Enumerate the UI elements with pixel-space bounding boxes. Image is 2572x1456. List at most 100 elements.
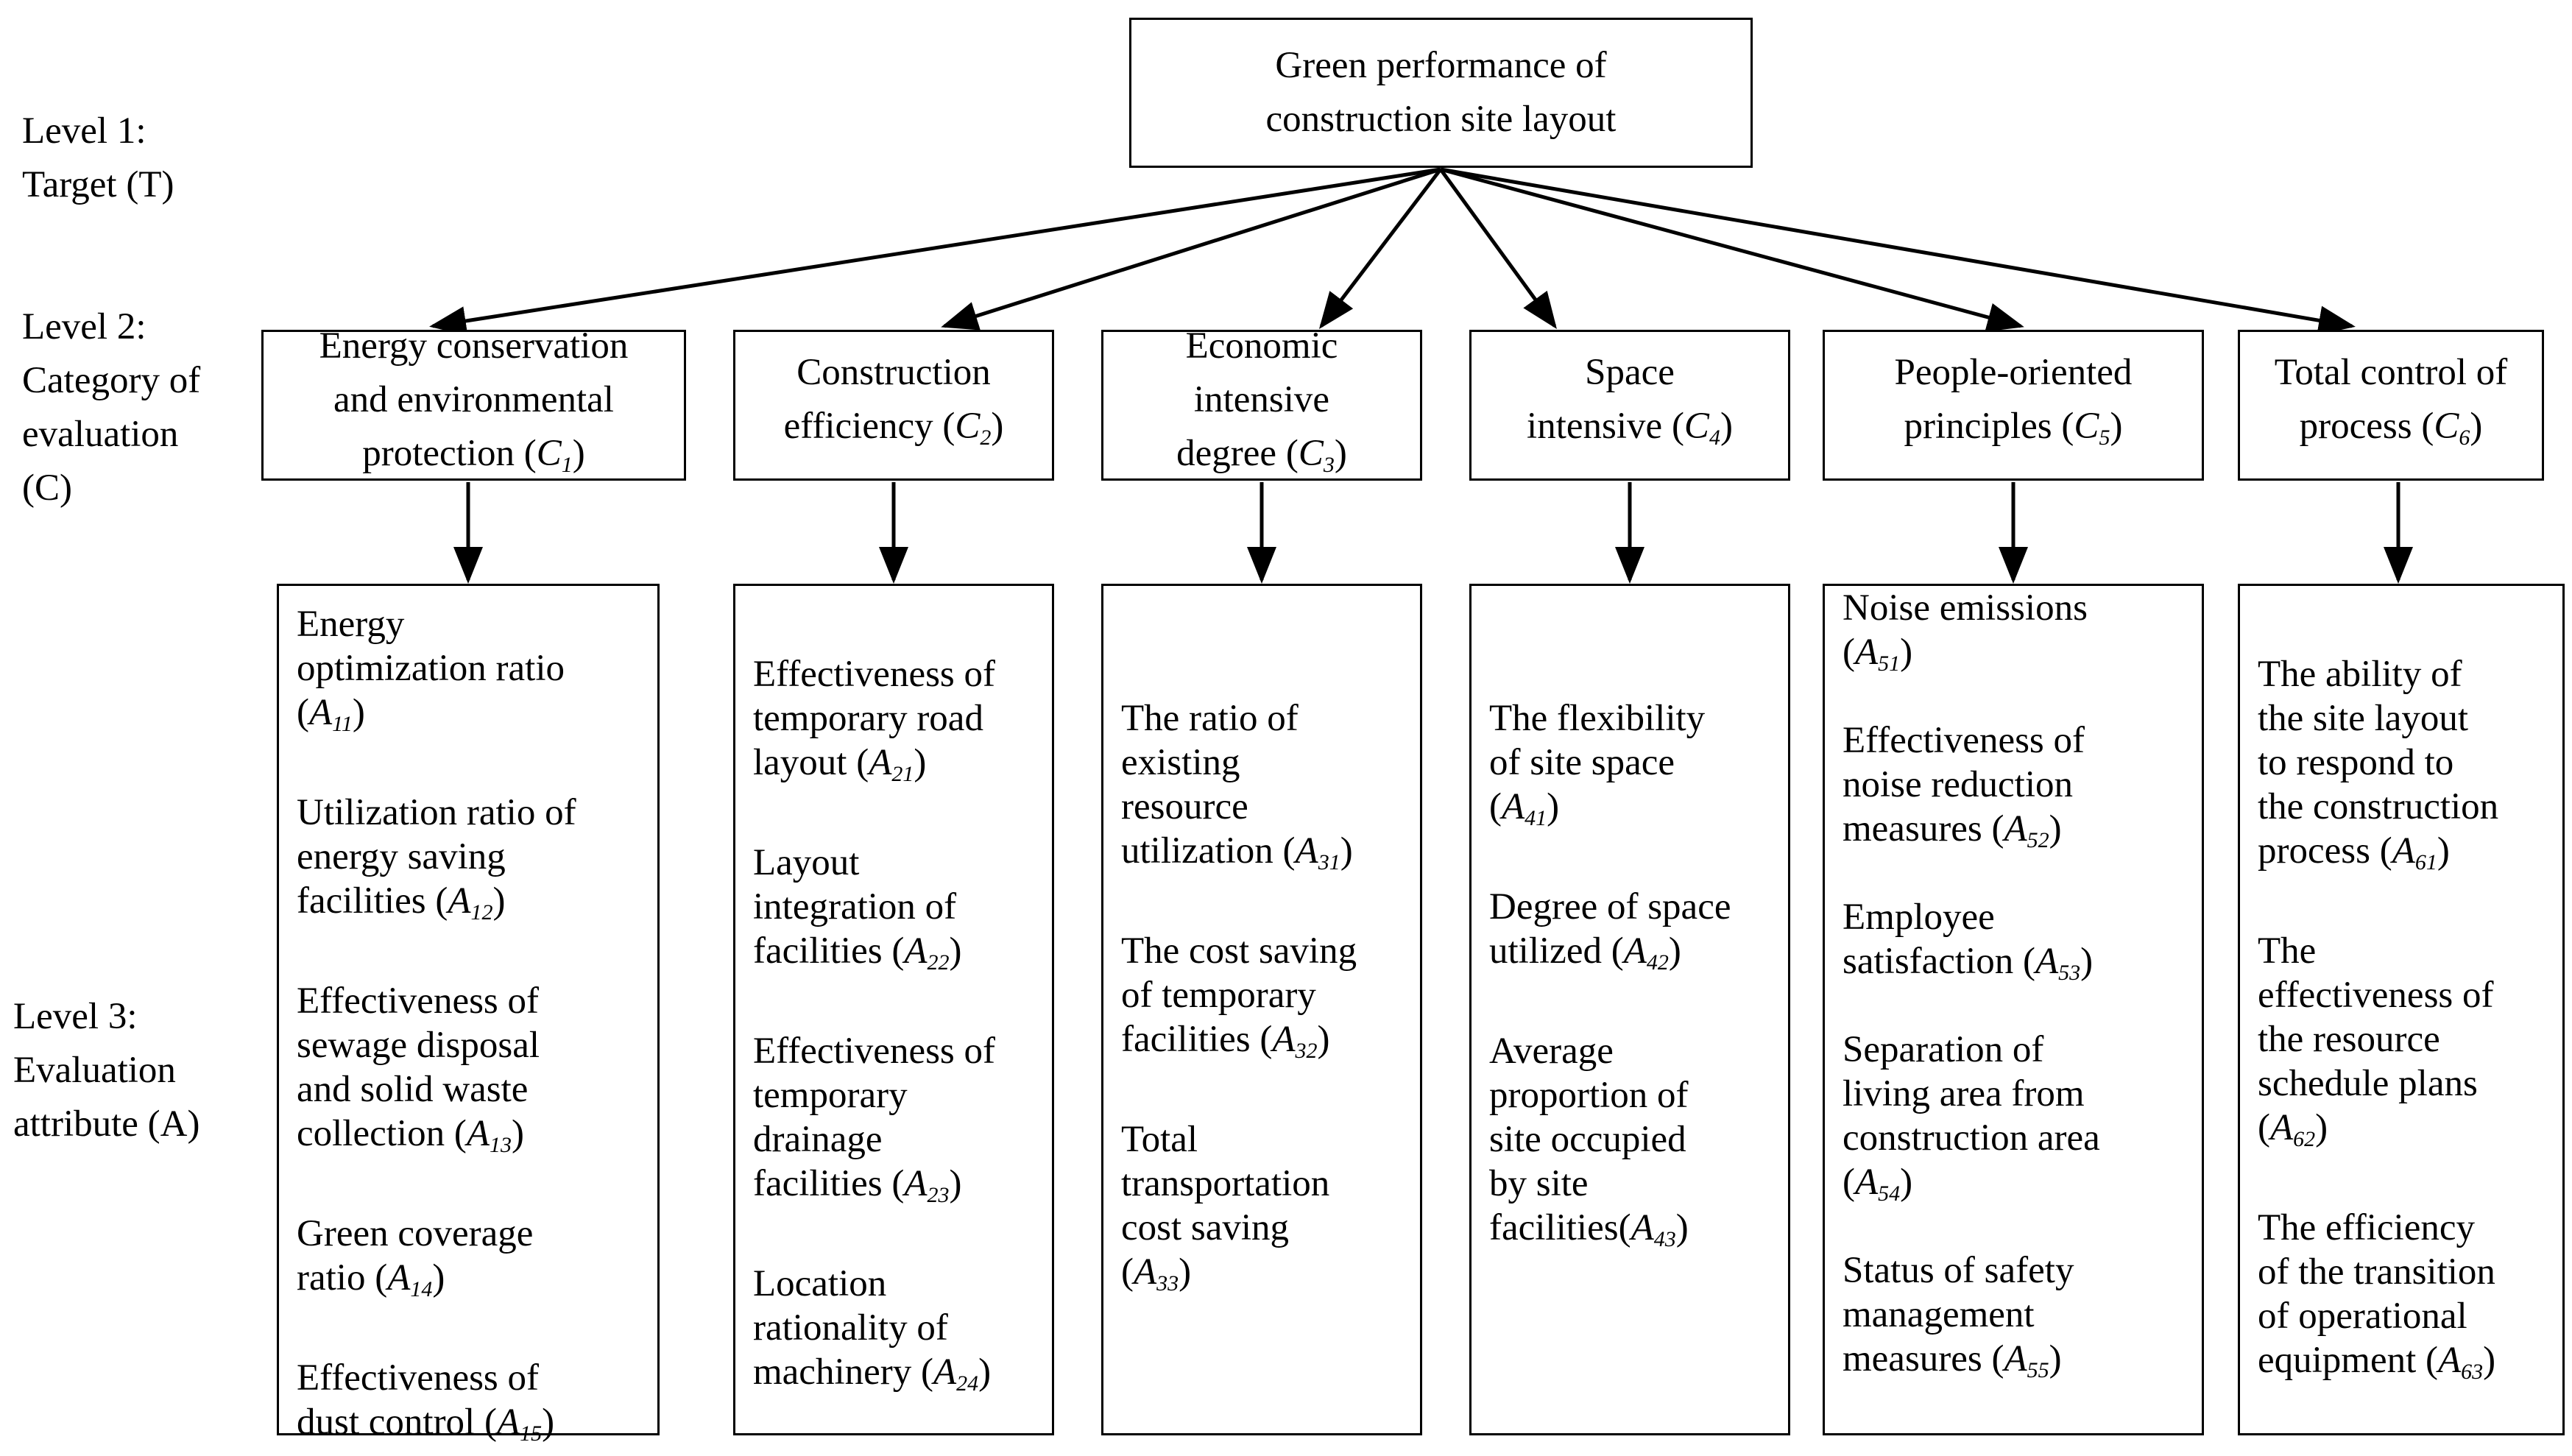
attribute-item-a12: Utilization ratio of energy saving facil…: [297, 792, 576, 925]
connector-arrow-t-c5: [1440, 167, 2024, 332]
attribute-code: A54: [1854, 1162, 1901, 1206]
connector-arrow-t-c1: [429, 167, 1441, 336]
attribute-item-a52: Effectiveness of noise reduction measure…: [1843, 720, 2085, 852]
attribute-code-subscript: 52: [2027, 828, 2049, 852]
attribute-code-subscript: 54: [1878, 1181, 1901, 1206]
attribute-text: Layout integration of facilities: [753, 842, 957, 972]
attribute-code: A62: [2269, 1107, 2316, 1151]
attribute-box-c2: Effectiveness of temporary road layout (…: [733, 584, 1054, 1435]
attribute-item-a31: The ratio of existing resource utilizati…: [1121, 698, 1353, 874]
attribute-text: Effectiveness of dust control: [297, 1357, 540, 1443]
attribute-code-subscript: 63: [2461, 1360, 2484, 1384]
attribute-item-a15: Effectiveness of dust control (A15): [297, 1357, 555, 1446]
attribute-text: The flexibility of site space: [1489, 698, 1706, 783]
attribute-code: A22: [904, 930, 950, 975]
category-code-subscript: 1: [561, 452, 573, 477]
attribute-text: Green coverage ratio: [297, 1213, 534, 1298]
attribute-text: Status of safety management measures: [1843, 1250, 2074, 1379]
attribute-code: A51: [1854, 632, 1901, 676]
level-3-label: Level 3: Evaluation attribute (A): [13, 990, 199, 1151]
attribute-code-subscript: 51: [1878, 651, 1901, 676]
level-label-line: evaluation: [22, 414, 179, 455]
attribute-item-a54: Separation of living area from construct…: [1843, 1029, 2100, 1206]
category-code: C6: [2434, 406, 2470, 450]
attribute-code: A23: [904, 1163, 950, 1207]
level-1-label: Level 1: Target (T): [22, 105, 174, 212]
category-label: People-oriented principles (C5): [1894, 352, 2133, 450]
attribute-code: A53: [2035, 941, 2081, 985]
attribute-code-subscript: 62: [2293, 1127, 2316, 1151]
attribute-item-a13: Effectiveness of sewage disposal and sol…: [297, 980, 540, 1157]
connector-arrow-t-c3: [1318, 168, 1442, 329]
category-box-c6: Total control of process (C6): [2238, 330, 2544, 481]
category-text: Space intensive: [1527, 352, 1675, 447]
attribute-code-subscript: 53: [2058, 961, 2081, 985]
attribute-code: A14: [387, 1257, 433, 1301]
category-code: C3: [1298, 432, 1335, 477]
category-code: C2: [955, 406, 992, 450]
attribute-code-subscript: 12: [470, 900, 493, 925]
attribute-item-a41: The flexibility of site space(A41): [1489, 698, 1706, 830]
category-code-subscript: 6: [2459, 425, 2470, 450]
attribute-text: Separation of living area from construct…: [1843, 1029, 2100, 1159]
category-code: C5: [2074, 406, 2110, 450]
attribute-item-a11: Energy optimization ratio(A11): [297, 604, 565, 736]
attribute-code: A11: [308, 692, 353, 736]
attribute-text: Average proportion of site occupied by s…: [1489, 1031, 1689, 1248]
category-box-c4: Space intensive (C4): [1469, 330, 1790, 481]
attribute-box-c6: The ability of the site layout to respon…: [2238, 584, 2565, 1435]
attribute-code-subscript: 15: [520, 1421, 543, 1446]
category-code-subscript: 3: [1323, 452, 1335, 477]
attribute-code: A63: [2438, 1340, 2484, 1384]
attribute-code: A32: [1272, 1019, 1318, 1063]
category-code-subscript: 2: [980, 425, 992, 450]
category-label: Energy conservation and environmental pr…: [319, 325, 629, 477]
category-box-c5: People-oriented principles (C5): [1823, 330, 2204, 481]
category-box-c2: Construction efficiency (C2): [733, 330, 1054, 481]
category-text: People-oriented principles: [1894, 352, 2133, 447]
level-label-line: Evaluation: [13, 1050, 176, 1091]
attribute-text: Employee satisfaction: [1843, 897, 2014, 982]
attribute-code-subscript: 43: [1653, 1227, 1676, 1251]
attribute-box-c4: The flexibility of site space(A41)Degree…: [1469, 584, 1790, 1435]
attribute-item-a23: Effectiveness of temporary drainage faci…: [753, 1031, 996, 1207]
target-box: Green performance of construction site l…: [1129, 18, 1753, 168]
level-label-line: (C): [22, 467, 72, 509]
level-2-label: Level 2: Category of evaluation (C): [22, 300, 200, 515]
attribute-code: A13: [466, 1113, 512, 1157]
attribute-code-subscript: 22: [927, 950, 950, 975]
attribute-code: A31: [1295, 830, 1340, 874]
attribute-item-a22: Layout integration of facilities (A22): [753, 842, 962, 975]
attribute-text: Location rationality of machinery: [753, 1263, 948, 1393]
attribute-code: A41: [1501, 786, 1547, 830]
attribute-code-subscript: 31: [1318, 850, 1340, 874]
attribute-code: A12: [448, 880, 493, 925]
attribute-text: The ratio of existing resource utilizati…: [1121, 698, 1299, 872]
attribute-code: A55: [2004, 1338, 2049, 1382]
attribute-text: The ability of the site layout to respon…: [2258, 654, 2499, 872]
connector-arrow-t-c6: [1440, 167, 2356, 336]
attribute-code-subscript: 42: [1646, 950, 1669, 975]
attribute-text: Energy optimization ratio: [297, 604, 565, 689]
attribute-code-subscript: 41: [1525, 806, 1547, 830]
attribute-text: Effectiveness of sewage disposal and sol…: [297, 980, 540, 1154]
attribute-code: A43: [1631, 1207, 1676, 1251]
attribute-code: A33: [1133, 1251, 1179, 1296]
level-label-line: attribute (A): [13, 1103, 200, 1145]
category-code-subscript: 4: [1709, 425, 1720, 450]
attribute-item-a63: The efficiency of the transition of oper…: [2258, 1207, 2496, 1384]
attribute-code-subscript: 14: [410, 1277, 433, 1301]
level-label-line: Level 3:: [13, 996, 138, 1037]
attribute-item-a32: The cost saving of temporary facilities …: [1121, 930, 1357, 1063]
attribute-box-c3: The ratio of existing resource utilizati…: [1101, 584, 1422, 1435]
attribute-code-subscript: 13: [489, 1133, 512, 1157]
attribute-box-c1: Energy optimization ratio(A11) Utilizatio…: [277, 584, 660, 1446]
attribute-box-c5: Noise emissions(A51)Effectiveness of noi…: [1823, 584, 2204, 1435]
level-label-line: Level 2:: [22, 306, 146, 347]
attribute-code-subscript: 24: [956, 1371, 979, 1396]
attribute-code: A21: [869, 742, 914, 786]
attribute-code-subscript: 61: [2414, 850, 2437, 874]
attribute-text: The cost saving of temporary facilities: [1121, 930, 1357, 1060]
attribute-code: A42: [1623, 930, 1669, 975]
